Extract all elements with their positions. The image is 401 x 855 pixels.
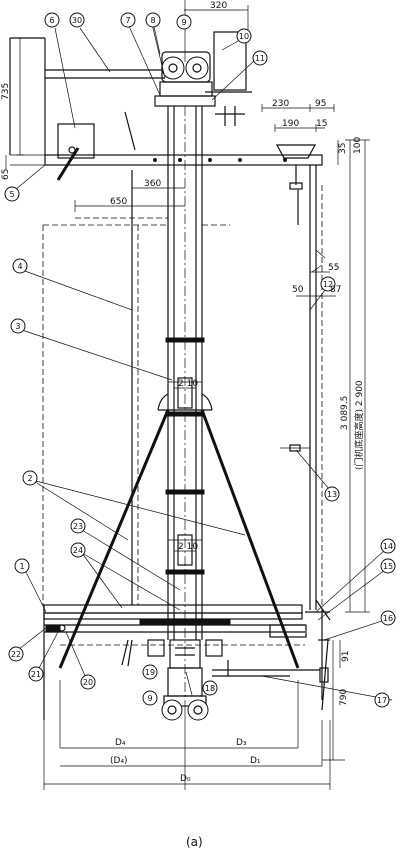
bottom-platform — [43, 604, 307, 720]
callout-10: 10 — [236, 28, 252, 44]
dim-55: 55 — [328, 263, 339, 273]
dimension-lines — [5, 5, 370, 790]
callout-7: 7 — [120, 12, 136, 28]
dim-650: 650 — [110, 197, 127, 207]
left-structure — [42, 170, 230, 605]
callout-21: 21 — [28, 666, 44, 682]
right-column — [280, 165, 326, 610]
dim-D1: D₁ — [250, 756, 261, 766]
callout-11: 11 — [252, 50, 268, 66]
callout-23: 23 — [70, 518, 86, 534]
top-mast-head — [154, 0, 245, 126]
svg-text:19: 19 — [145, 668, 155, 677]
dim-230: 230 — [272, 99, 289, 109]
svg-text:9: 9 — [147, 694, 152, 703]
svg-text:14: 14 — [383, 542, 393, 551]
svg-text:7: 7 — [125, 16, 130, 25]
dim-D4: D₄ — [115, 738, 126, 748]
callout-3: 3 — [10, 318, 26, 334]
dim-D0: D₀ — [180, 774, 191, 784]
svg-text:12: 12 — [323, 280, 333, 289]
svg-text:3: 3 — [15, 322, 20, 331]
callout-18: 18 — [202, 680, 218, 696]
callout-5: 5 — [4, 186, 20, 202]
callout-12: 12 — [320, 276, 336, 292]
figure-caption: (a) — [186, 835, 203, 849]
dim-D3: D₃ — [236, 738, 247, 748]
callout-14: 14 — [380, 538, 396, 554]
callout-9-bottom: 9 — [142, 690, 158, 706]
svg-text:9: 9 — [181, 18, 186, 27]
dim-100: 100 — [353, 137, 363, 154]
svg-text:20: 20 — [83, 678, 93, 687]
callout-8: 8 — [145, 12, 161, 28]
dim-210-upper: 2 10 — [178, 379, 198, 389]
callouts: 6 30 7 8 9 10 11 5 4 12 3 2 13 23 24 14 … — [4, 12, 396, 708]
dim-3089: 3 089.5 — [340, 396, 350, 430]
dim-65: 65 — [1, 169, 11, 180]
top-beam — [10, 144, 323, 190]
svg-text:18: 18 — [205, 684, 215, 693]
motor-box — [205, 31, 252, 93]
callout-24: 24 — [70, 542, 86, 558]
dim-2900: (门机底座高度) 2 900 — [353, 380, 365, 470]
svg-text:11: 11 — [255, 54, 265, 63]
callout-1: 1 — [14, 558, 30, 574]
svg-text:4: 4 — [17, 262, 22, 271]
svg-text:10: 10 — [239, 32, 249, 41]
callout-19: 19 — [142, 664, 158, 680]
dim-320: 320 — [210, 1, 227, 11]
svg-text:15: 15 — [383, 562, 393, 571]
callout-9-top: 9 — [176, 14, 192, 30]
callout-4: 4 — [12, 258, 28, 274]
svg-text:24: 24 — [73, 546, 83, 555]
dim-15: 15 — [316, 119, 327, 129]
dim-190: 190 — [282, 119, 299, 129]
callout-16: 16 — [380, 610, 396, 626]
dim-35: 35 — [338, 143, 348, 154]
callout-13: 13 — [324, 486, 340, 502]
svg-text:6: 6 — [49, 16, 54, 25]
callout-6: 6 — [44, 12, 60, 28]
main-mast — [165, 106, 205, 700]
dimension-labels: 320 735 65 230 95 190 15 35 100 360 650 … — [1, 1, 365, 784]
svg-text:8: 8 — [150, 16, 155, 25]
stay-cables — [58, 393, 300, 669]
svg-text:2: 2 — [27, 474, 32, 483]
dim-D4-paren: (D₄) — [110, 756, 128, 766]
dim-95: 95 — [315, 99, 326, 109]
svg-text:5: 5 — [9, 190, 14, 199]
dim-87: 87 — [330, 285, 341, 295]
callout-15: 15 — [380, 558, 396, 574]
bottom-mast-head — [161, 639, 209, 740]
callout-2: 2 — [22, 470, 38, 486]
leader-lines — [14, 21, 393, 701]
dim-735: 735 — [1, 83, 11, 100]
callout-20: 20 — [80, 674, 96, 690]
dim-91: 91 — [341, 651, 351, 662]
svg-text:17: 17 — [377, 696, 387, 705]
dim-210-lower: 2 10 — [178, 542, 198, 552]
svg-text:13: 13 — [327, 490, 337, 499]
top-left-frame — [9, 37, 165, 181]
svg-text:22: 22 — [11, 650, 21, 659]
svg-text:21: 21 — [31, 670, 41, 679]
right-platform-detail — [212, 599, 331, 711]
dim-790: 790 — [339, 689, 349, 706]
dim-50: 50 — [292, 285, 304, 295]
callout-22: 22 — [8, 646, 24, 662]
svg-text:1: 1 — [19, 562, 24, 571]
callout-30: 30 — [69, 12, 85, 28]
svg-text:16: 16 — [383, 614, 393, 623]
svg-text:30: 30 — [72, 16, 82, 25]
svg-text:23: 23 — [73, 522, 83, 531]
dim-360: 360 — [144, 179, 161, 189]
callout-17: 17 — [374, 692, 390, 708]
